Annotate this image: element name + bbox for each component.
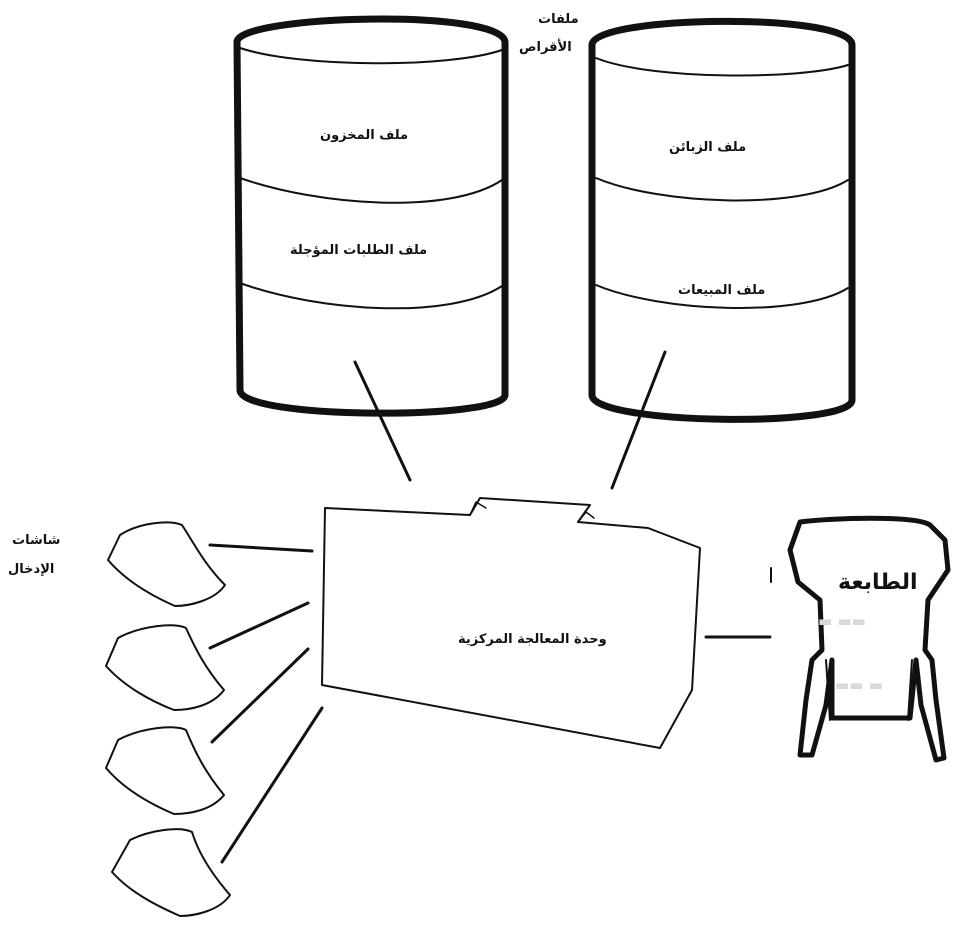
terminal-4-connector — [220, 706, 324, 864]
input-screens-label-line2: الإدخال — [8, 562, 55, 577]
inventory-file-label: ملف المخزون — [320, 128, 409, 143]
printer-faint-mark-2: ▬ ▬▬ — [835, 676, 883, 694]
cpu-box — [321, 497, 701, 749]
terminal-2 — [105, 624, 225, 711]
terminal-1 — [107, 521, 226, 607]
sales-file-label: ملف المبيعات — [678, 283, 766, 298]
input-screens-label-line1: شاشات — [12, 533, 61, 548]
right-disk-cylinder — [588, 17, 856, 423]
customers-file-label: ملف الزبائن — [669, 140, 747, 155]
printer-faint-mark-1: ▬▬ ▬ — [818, 612, 866, 630]
terminal-2-connector — [208, 601, 310, 650]
terminal-4 — [111, 828, 231, 917]
cpu-label: وحدة المعالجة المركزية — [458, 632, 607, 647]
backorders-file-label: ملف الطلبات المؤجلة — [290, 243, 428, 258]
disk-files-label-line1: ملفات — [538, 12, 579, 27]
printer-body — [787, 515, 951, 763]
printer-label: الطابعة — [838, 570, 918, 595]
terminal-3-connector — [210, 647, 310, 744]
right-disk-connector — [610, 350, 667, 490]
left-disk-cylinder — [233, 15, 509, 417]
disk-files-label-line2: الأقراص — [519, 40, 572, 55]
left-disk-connector — [353, 360, 412, 482]
terminal-3 — [105, 726, 225, 815]
terminal-1-connector — [208, 543, 314, 553]
